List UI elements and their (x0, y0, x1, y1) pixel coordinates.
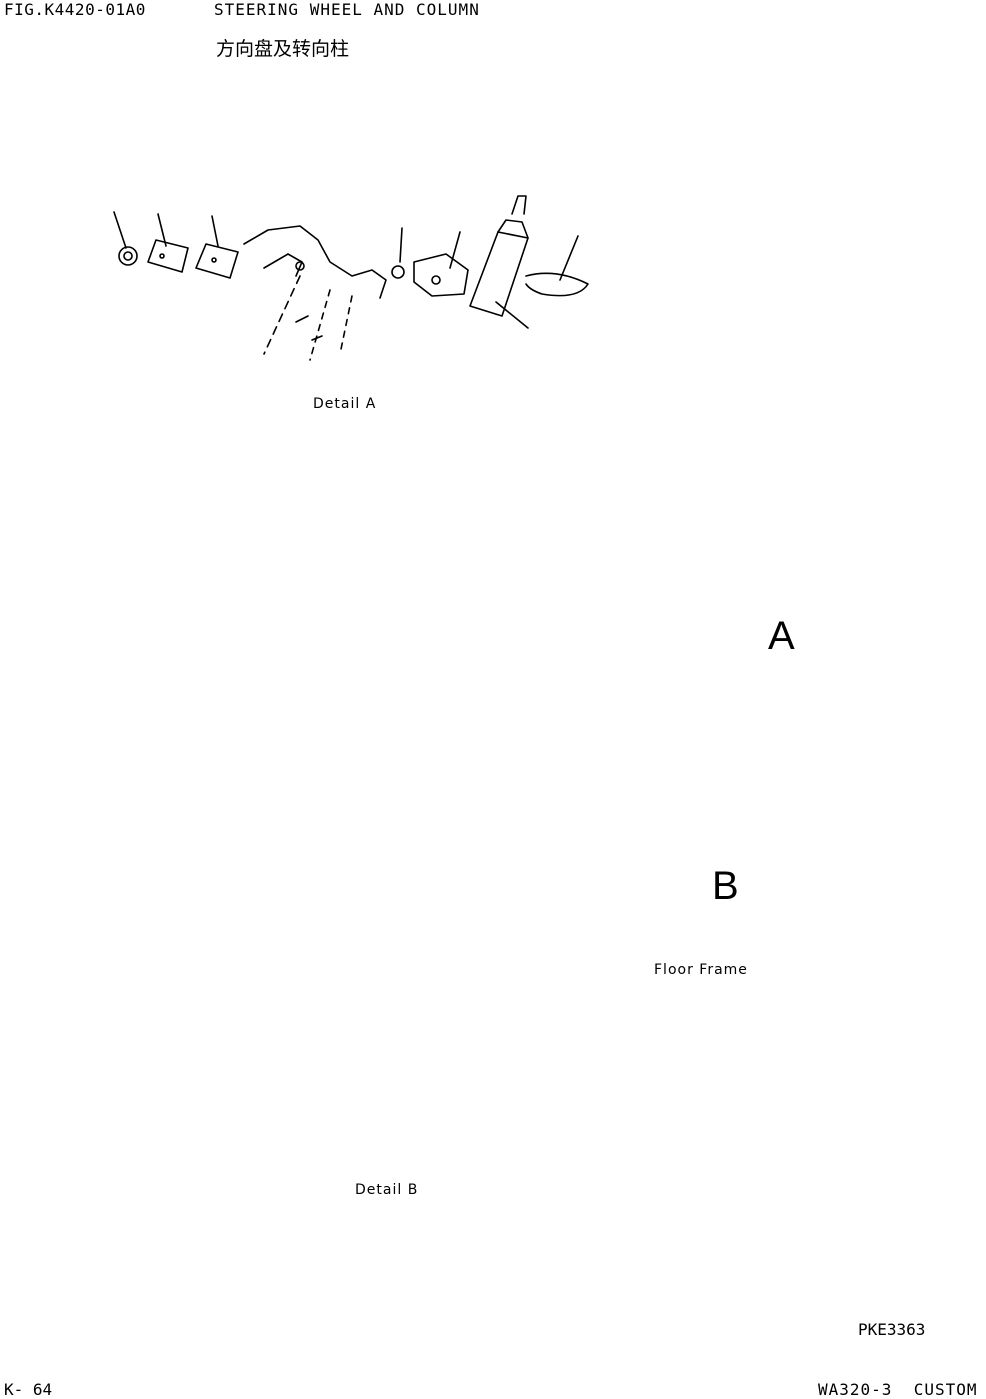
title-chinese: 方向盘及转向柱 (216, 38, 350, 60)
page-number: K- 64 (4, 1380, 53, 1399)
figure-id: FIG.K4420-01A0 (4, 0, 146, 19)
machine-model: WA320-3 CUSTOM (818, 1380, 978, 1399)
title-english: STEERING WHEEL AND COLUMN (214, 0, 480, 19)
detail-b-label: Detail B (355, 1182, 419, 1198)
callout-b: B (712, 864, 739, 908)
callout-a: A (768, 614, 795, 658)
detail-a-group (114, 196, 588, 360)
drawing-reference: PKE3363 (858, 1320, 926, 1339)
floor-frame-label: Floor Frame (654, 962, 748, 978)
detail-a-label: Detail A (313, 396, 377, 412)
